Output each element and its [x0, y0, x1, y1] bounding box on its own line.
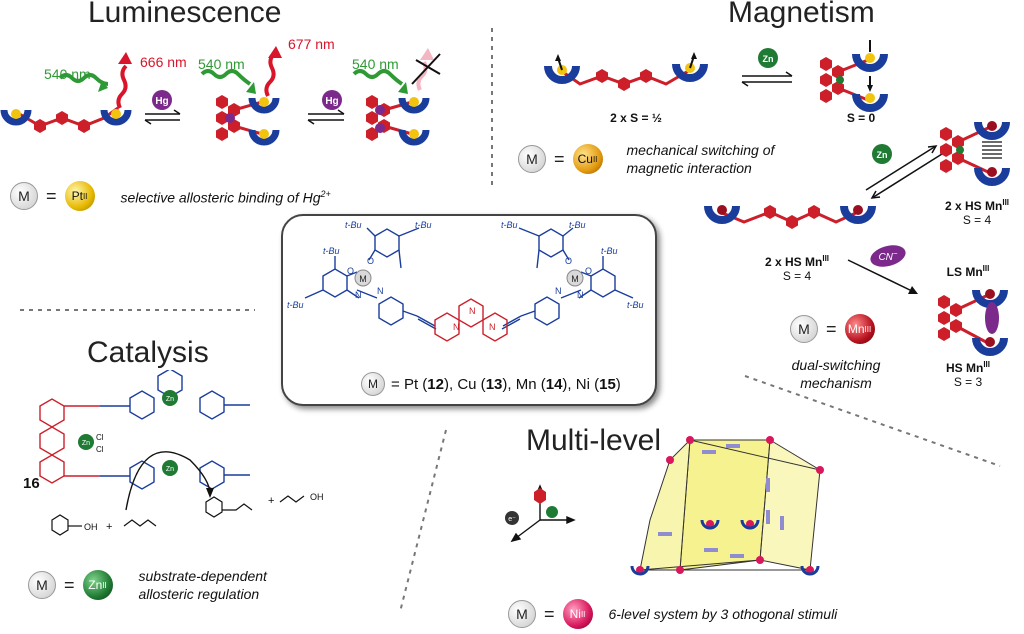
svg-text:O: O [585, 266, 592, 276]
luminescence-caption: selective allosteric binding of Hg2+ [120, 189, 331, 206]
svg-text:Zn: Zn [763, 54, 774, 64]
svg-text:Hg: Hg [155, 96, 168, 107]
svg-text:N: N [377, 286, 384, 296]
metal-placeholder-icon: M [518, 145, 546, 173]
svg-text:OH: OH [84, 522, 98, 532]
svg-text:O: O [565, 256, 572, 266]
svg-text:t-Bu: t-Bu [345, 220, 362, 230]
luminescence-scheme: Hg Hg [0, 46, 441, 160]
metal-placeholder-icon: M [790, 315, 818, 343]
mn-ls-label: LS MnIII [946, 264, 990, 279]
magnetism-scheme: Zn Zn CN− [530, 40, 1024, 420]
ligand-structure-box: M M O O N N O O N N N N N t-Bu t-Bu t-Bu… [281, 214, 657, 406]
svg-text:Cl: Cl [96, 433, 104, 442]
svg-text:N: N [555, 286, 562, 296]
nickel-caption: 6-level system by 3 othogonal stimuli [608, 606, 838, 622]
svg-text:t-Bu: t-Bu [627, 300, 644, 310]
wavelength-540-c: 540 nm [352, 56, 399, 72]
ligand-legend: M = Pt (12), Cu (13), Mn (14), Ni (15) [361, 372, 621, 396]
wavelength-540-b: 540 nm [198, 56, 245, 72]
svg-text:CN−: CN− [878, 249, 897, 263]
svg-text:t-Bu: t-Bu [501, 220, 518, 230]
metal-placeholder-icon: M [361, 372, 385, 396]
svg-text:N: N [489, 322, 496, 332]
svg-text:OH: OH [310, 492, 324, 502]
wavelength-540-a: 540 nm [44, 66, 91, 82]
svg-text:N: N [577, 290, 584, 300]
svg-text:Zn: Zn [877, 150, 888, 160]
svg-text:t-Bu: t-Bu [601, 246, 618, 256]
svg-text:M: M [359, 274, 367, 284]
multilevel-title: Multi-level [526, 424, 662, 457]
wavelength-666: 666 nm [140, 54, 187, 70]
svg-text:t-Bu: t-Bu [287, 300, 304, 310]
metal-placeholder-icon: M [10, 182, 38, 210]
svg-text:e⁻: e⁻ [508, 516, 516, 523]
svg-text:O: O [347, 266, 354, 276]
svg-text:N: N [355, 290, 362, 300]
svg-text:O: O [367, 256, 374, 266]
svg-text:Cl: Cl [96, 445, 104, 454]
luminescence-title: Luminescence [88, 0, 282, 29]
svg-text:N: N [453, 322, 460, 332]
svg-text:+: + [268, 495, 274, 507]
closed-tweezer-lum-2 [366, 95, 426, 142]
svg-text:M: M [571, 274, 579, 284]
catalysis-scheme: Zn Cl Cl Zn Zn OH OH + + [39, 370, 324, 536]
ligand-structure: M M O O N N O O N N N N N t-Bu t-Bu t-Bu… [287, 220, 644, 342]
svg-text:t-Bu: t-Bu [323, 246, 340, 256]
closed-tweezer-lum-1 [216, 95, 276, 142]
svg-text:+: + [106, 521, 112, 533]
svg-text:t-Bu: t-Bu [569, 220, 586, 230]
catalyst-compound-number: 16 [23, 475, 40, 492]
metal-placeholder-icon: M [28, 571, 56, 599]
svg-text:Hg: Hg [325, 96, 338, 107]
mn-open-label: 2 x HS MnIII S = 4 [764, 254, 830, 283]
wavelength-677: 677 nm [288, 36, 335, 52]
cu-open-spin-label: 2 x S = ½ [610, 111, 662, 125]
mn-closed-label: 2 x HS MnIII S = 4 [944, 198, 1010, 227]
mn-hs-label: HS MnIII S = 3 [945, 360, 990, 389]
catalysis-title: Catalysis [87, 336, 209, 369]
svg-text:Zn: Zn [166, 396, 174, 403]
cu-closed-spin-label: S = 0 [846, 111, 876, 125]
svg-text:N: N [469, 306, 476, 316]
svg-text:Zn: Zn [82, 440, 90, 447]
multilevel-scheme: e⁻ [505, 436, 824, 576]
open-tweezer-lum [4, 108, 128, 133]
metal-placeholder-icon: M [508, 600, 536, 628]
magnetism-title: Magnetism [728, 0, 875, 29]
svg-text:t-Bu: t-Bu [415, 220, 432, 230]
svg-text:Zn: Zn [166, 466, 174, 473]
